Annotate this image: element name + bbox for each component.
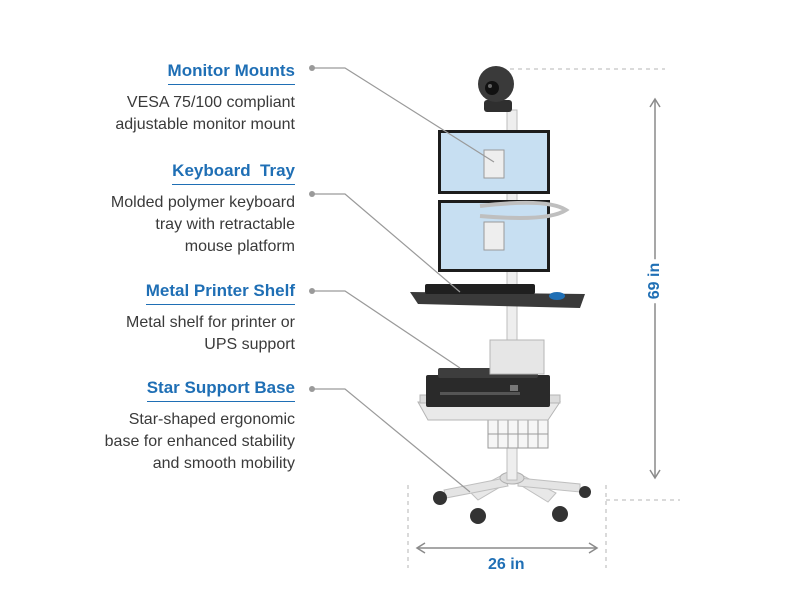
width-arrow	[415, 542, 599, 554]
feature-desc: Star-shaped ergonomic base for enhanced …	[104, 411, 295, 472]
monitor-bottom	[438, 200, 550, 272]
dimension-guides	[407, 68, 680, 568]
width-dimension-label: 26 in	[488, 556, 525, 573]
ups-bracket	[489, 339, 545, 375]
feature-star-support-base: Star Support Base Star-shaped ergonomic …	[105, 377, 295, 475]
feature-title: Keyboard Tray	[172, 160, 295, 185]
star-base	[433, 469, 591, 524]
feature-metal-printer-shelf: Metal Printer Shelf Metal shelf for prin…	[126, 280, 295, 356]
monitor-mounts	[479, 149, 570, 251]
camera-icon	[478, 66, 514, 112]
feature-desc: VESA 75/100 compliant adjustable monitor…	[115, 94, 295, 133]
feature-desc: Metal shelf for printer or UPS support	[126, 314, 295, 353]
feature-title: Metal Printer Shelf	[145, 280, 295, 305]
feature-title: Monitor Mounts	[167, 60, 295, 85]
basket	[487, 419, 549, 449]
feature-title: Star Support Base	[146, 377, 295, 402]
feature-keyboard-tray: Keyboard Tray Molded polymer keyboard tr…	[111, 160, 295, 258]
feature-monitor-mounts: Monitor Mounts VESA 75/100 compliant adj…	[115, 60, 295, 136]
leader-dots	[309, 65, 315, 392]
feature-desc: Molded polymer keyboard tray with retrac…	[110, 194, 295, 255]
keyboard-tray	[410, 284, 585, 308]
height-dimension-label: 69 in	[646, 258, 664, 304]
leader-lines	[312, 67, 495, 493]
